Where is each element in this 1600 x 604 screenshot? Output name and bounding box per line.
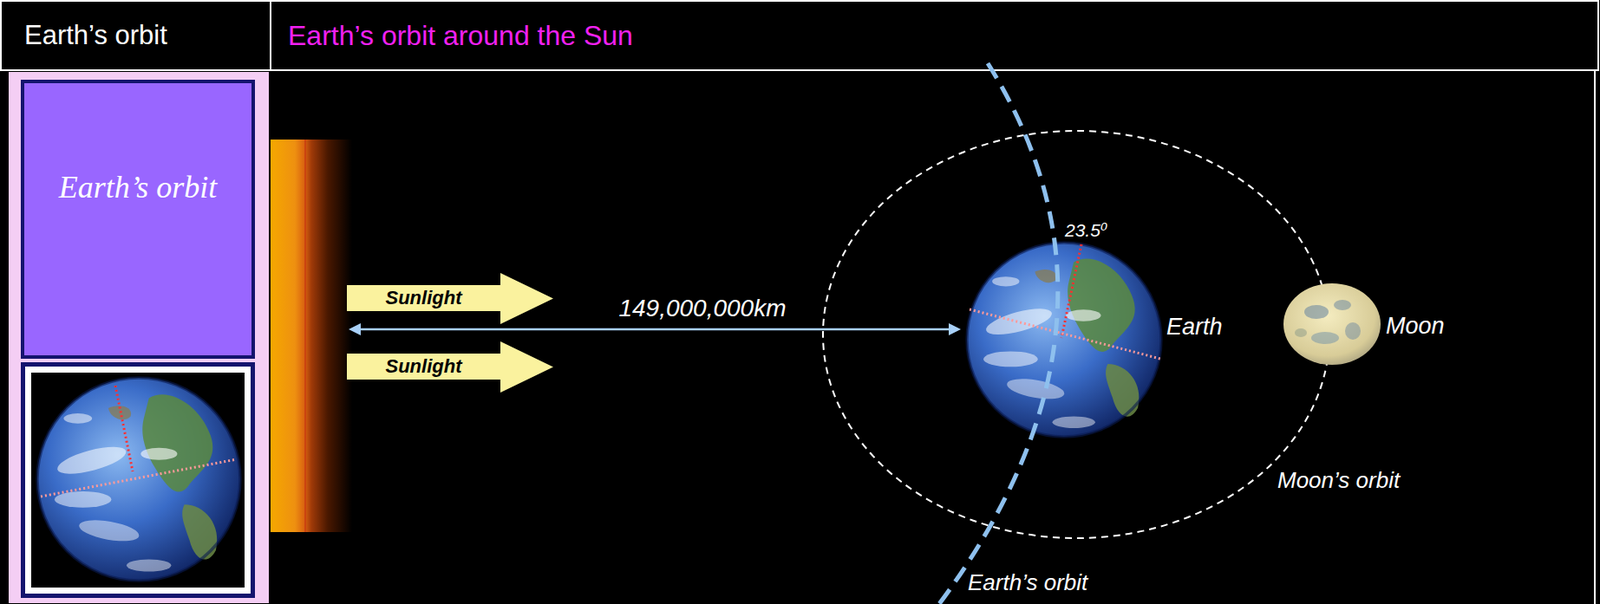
equator-line bbox=[40, 459, 237, 497]
sunlight-arrow: Sunlight bbox=[346, 341, 554, 393]
earth bbox=[966, 242, 1162, 438]
title-box: Earth’s orbit bbox=[20, 79, 255, 360]
earth-label: Earth bbox=[1166, 313, 1223, 341]
distance-arrow bbox=[348, 323, 961, 336]
axis-line bbox=[1061, 244, 1082, 339]
sun-rim bbox=[304, 139, 307, 533]
earth-orbit-label: Earth’s orbit bbox=[966, 570, 1090, 597]
text-holder: Earth’s orbit bbox=[24, 83, 252, 292]
arrow-body bbox=[346, 341, 554, 393]
title-cell: Earth’s orbit around the Sun bbox=[287, 1, 634, 70]
moon-orbit-label: Moon’s orbit bbox=[1275, 468, 1402, 495]
text-holder: Sunlight bbox=[346, 285, 501, 312]
image-frame bbox=[20, 362, 255, 599]
node-text: Sunlight bbox=[385, 288, 463, 308]
moon-label: Moon bbox=[1385, 313, 1445, 340]
frame-line bbox=[1593, 70, 1596, 604]
node-text: Sunlight bbox=[385, 357, 463, 377]
node-text: Earth’s orbit bbox=[58, 169, 217, 206]
earth-orbit bbox=[939, 63, 1058, 604]
moon-orbit bbox=[822, 130, 1330, 539]
title-text: Earth’s orbit around the Sun bbox=[287, 19, 634, 53]
image-ground bbox=[31, 372, 245, 588]
side-panel bbox=[8, 71, 269, 604]
arrow-body bbox=[346, 273, 554, 325]
node-text: Earth’s orbit bbox=[24, 19, 168, 52]
moon bbox=[1283, 283, 1381, 366]
sunlight-arrow: Sunlight bbox=[346, 273, 554, 325]
header-cell: Earth’s orbit bbox=[1, 1, 270, 70]
axis-line bbox=[115, 385, 133, 472]
distance-label: 149,000,000km bbox=[618, 294, 786, 323]
header-divider bbox=[269, 0, 272, 71]
earth-small bbox=[37, 378, 241, 582]
text-holder: Sunlight bbox=[346, 353, 501, 380]
sun bbox=[270, 139, 353, 533]
text-holder: Earth’s orbit bbox=[24, 1, 265, 70]
header-bar bbox=[0, 0, 1599, 71]
equator-line bbox=[969, 309, 1161, 360]
tilt-label: 23.5⁰ bbox=[1063, 220, 1110, 242]
image-frame bbox=[25, 366, 251, 595]
